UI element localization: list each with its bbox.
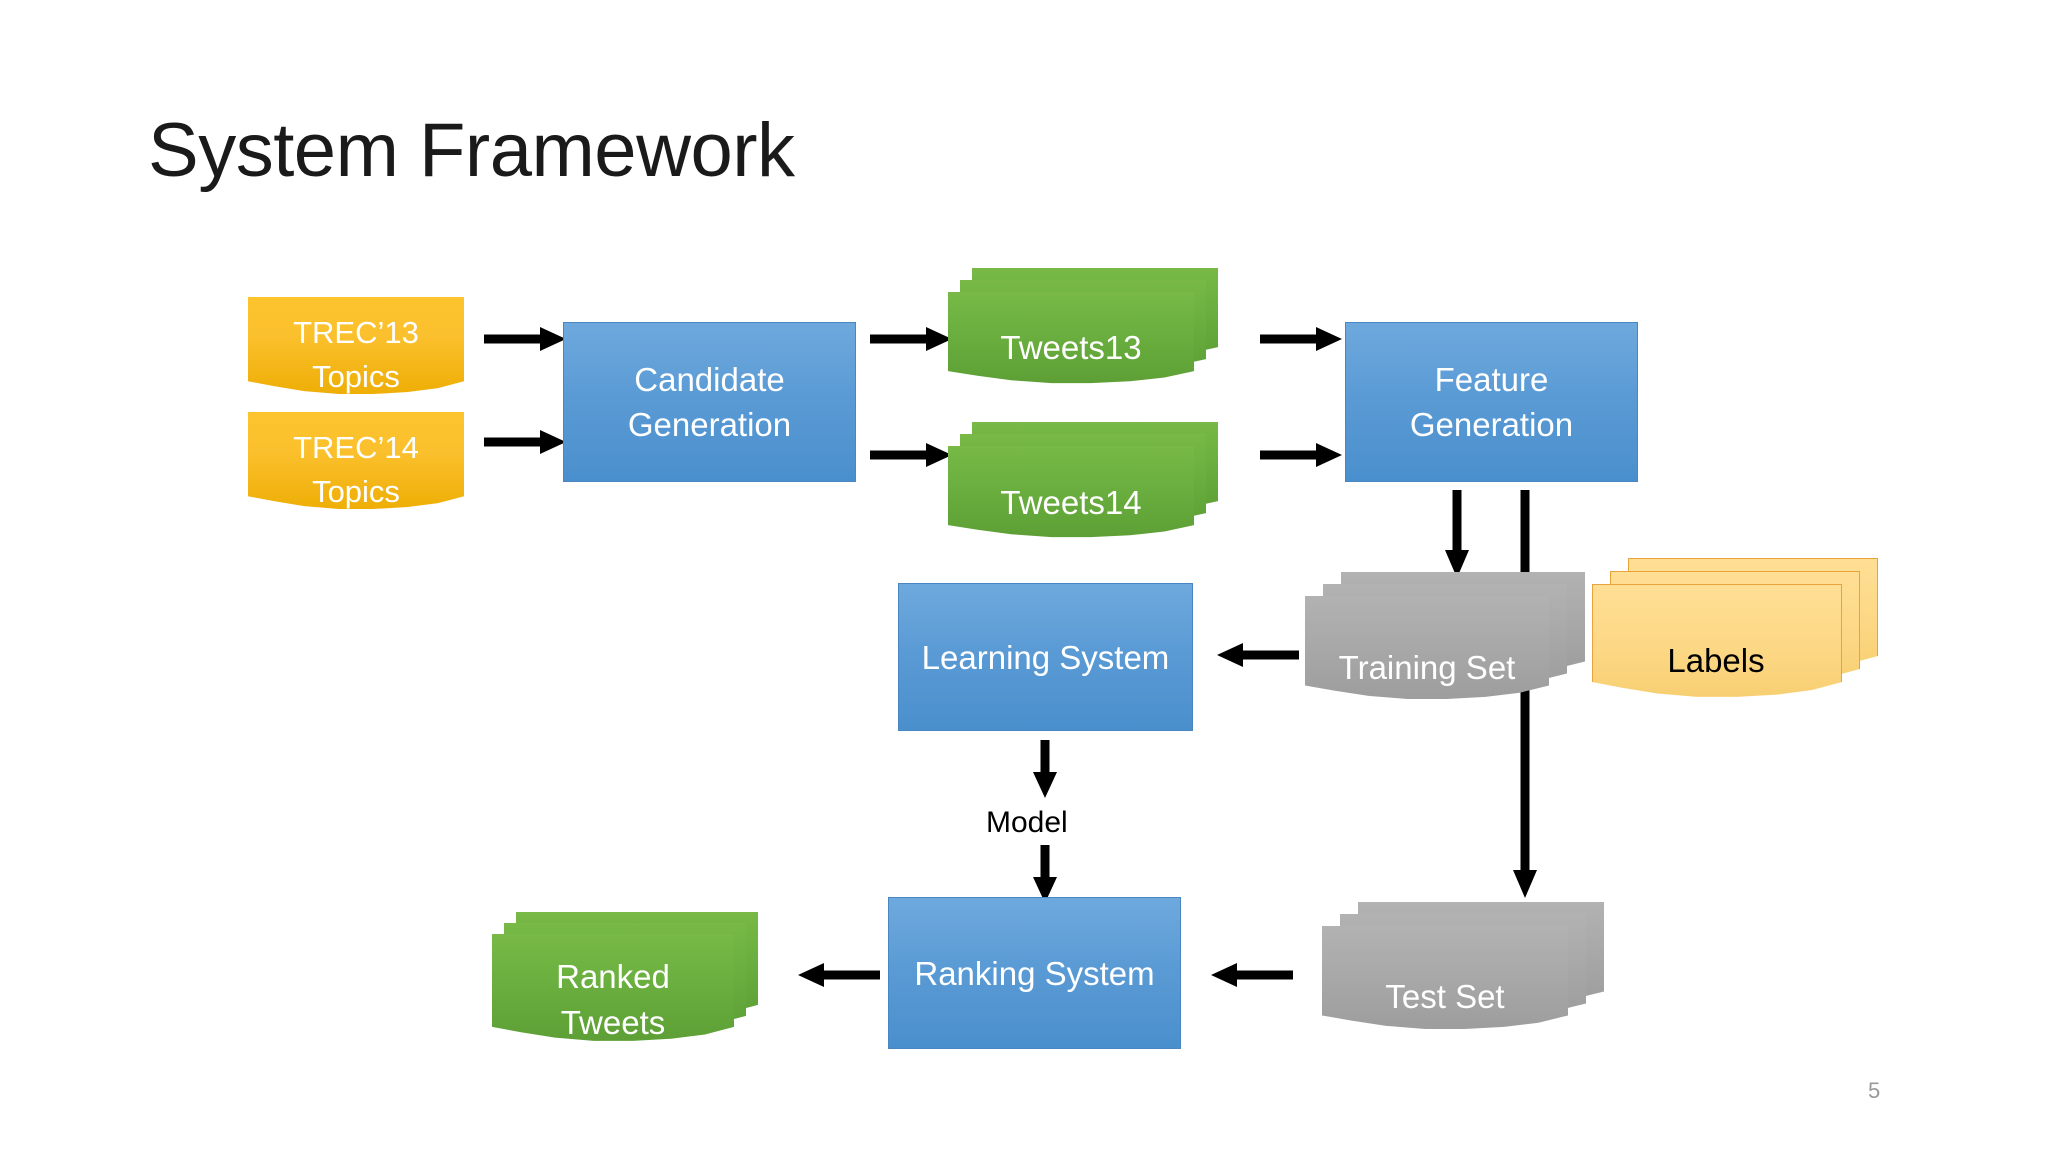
document-sheet-front xyxy=(492,934,734,1041)
edge-label-model: Model xyxy=(986,806,1068,839)
node-labels[interactable]: Labels xyxy=(1592,558,1878,700)
arrow-tweets14-to-feature-generation xyxy=(1258,440,1344,470)
node-labels-label: Labels xyxy=(1667,642,1765,679)
node-tweets13[interactable]: Tweets13 xyxy=(948,268,1218,384)
node-tweets14-label: Tweets14 xyxy=(1000,484,1142,521)
arrow-model-to-ranking-system xyxy=(1029,843,1061,905)
arrow-test-set-to-ranking-system xyxy=(1199,960,1295,990)
node-test-set[interactable]: Test Set xyxy=(1322,902,1604,1034)
arrow-learning-system-to-model xyxy=(1029,738,1061,800)
document-sheet-front xyxy=(948,292,1194,384)
arrow-candidate-generation-to-tweets14 xyxy=(868,440,954,470)
document-sheet-front xyxy=(1322,926,1568,1029)
arrow-trec13-to-candidate-generation xyxy=(482,324,568,354)
node-tweets13-label: Tweets13 xyxy=(1000,329,1142,366)
arrow-trec14-to-candidate-generation xyxy=(482,427,568,457)
node-training-set[interactable]: Training Set xyxy=(1305,572,1585,702)
document-sheet-front xyxy=(1305,596,1549,699)
node-test-set-label: Test Set xyxy=(1385,978,1505,1015)
node-candidate-generation-label: Candidate Generation xyxy=(627,361,792,443)
node-ranking-system[interactable]: Ranking System xyxy=(888,897,1181,1049)
arrow-feature-generation-to-training-set xyxy=(1441,488,1473,580)
node-ranking-system-label: Ranking System xyxy=(914,954,1155,992)
node-trec13-topics[interactable]: TREC’13 Topics xyxy=(248,297,464,395)
node-trec14-topics[interactable]: TREC’14 Topics xyxy=(248,412,464,510)
node-trec14-topics-label: TREC’14 Topics xyxy=(293,430,419,509)
document-sheet-front xyxy=(1592,584,1842,697)
arrow-tweets13-to-feature-generation xyxy=(1258,324,1344,354)
arrow-training-set-to-learning-system xyxy=(1205,640,1301,670)
node-training-set-label: Training Set xyxy=(1338,649,1516,686)
node-ranked-tweets[interactable]: Ranked Tweets xyxy=(492,912,758,1044)
node-tweets14[interactable]: Tweets14 xyxy=(948,422,1218,538)
node-learning-system[interactable]: Learning System xyxy=(898,583,1193,731)
node-feature-generation[interactable]: Feature Generation xyxy=(1345,322,1638,482)
node-feature-generation-label: Feature Generation xyxy=(1409,361,1574,443)
page-title: System Framework xyxy=(148,108,795,193)
document-sheet-front xyxy=(948,446,1194,538)
node-learning-system-label: Learning System xyxy=(921,638,1170,676)
node-ranked-tweets-label: Ranked Tweets xyxy=(556,958,670,1041)
document-sheet xyxy=(248,297,464,395)
node-candidate-generation[interactable]: Candidate Generation xyxy=(563,322,856,482)
node-trec13-topics-label: TREC’13 Topics xyxy=(293,315,419,394)
document-sheet xyxy=(248,412,464,510)
arrow-ranking-system-to-ranked-tweets xyxy=(786,960,882,990)
arrow-candidate-generation-to-tweets13 xyxy=(868,324,954,354)
page-number: 5 xyxy=(1868,1078,1881,1103)
